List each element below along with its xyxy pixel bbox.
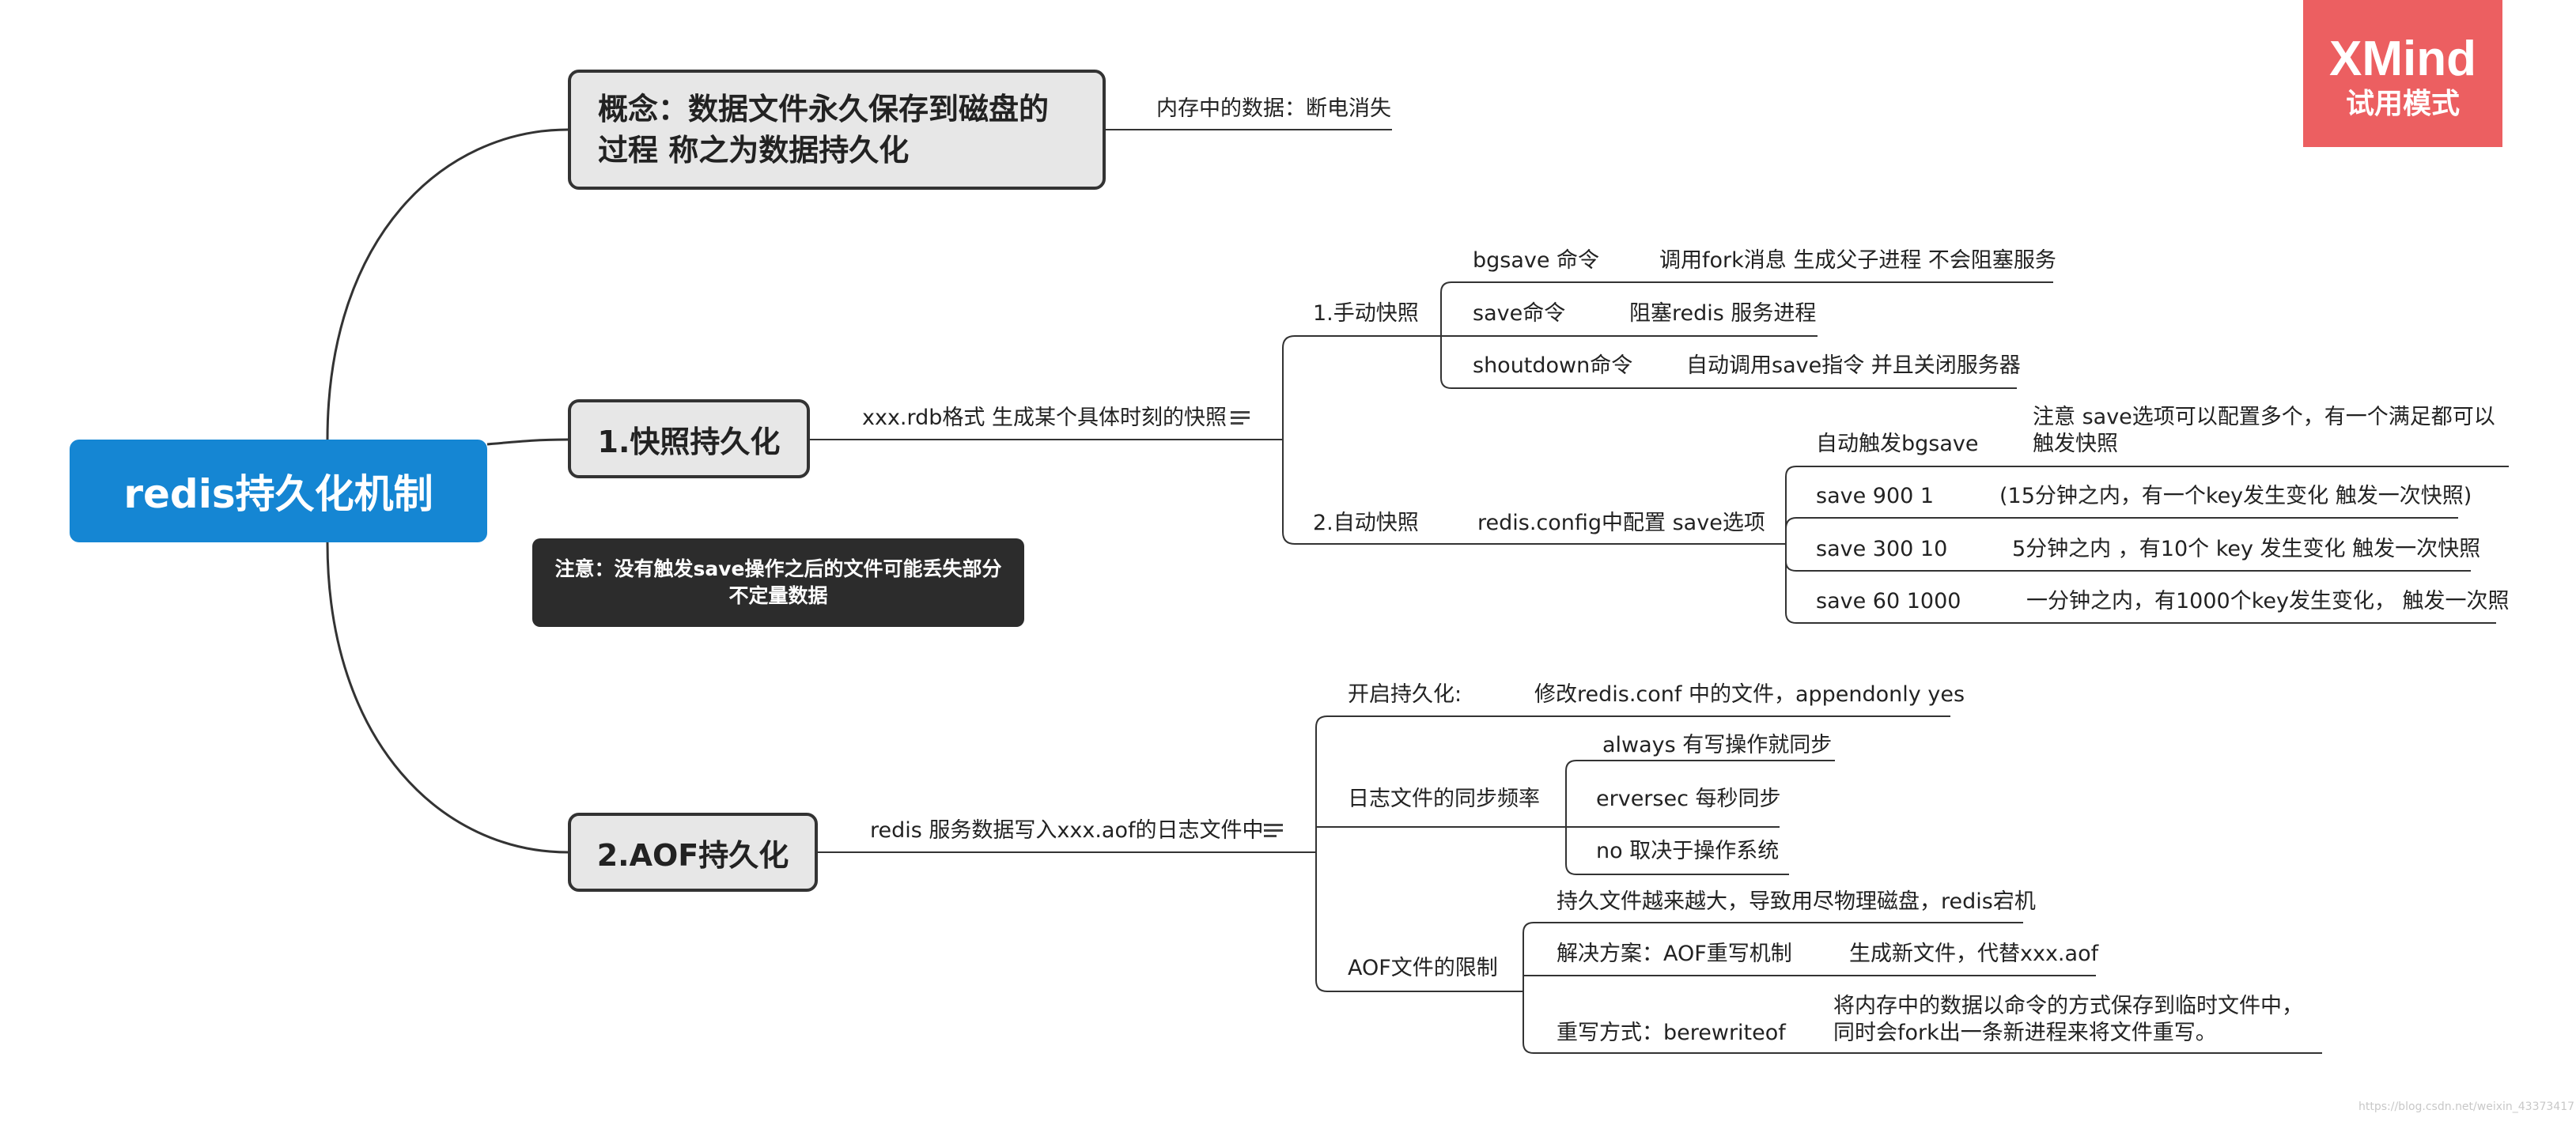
- snapshot-topic[interactable]: 1.快照持久化: [568, 399, 810, 478]
- concept-topic[interactable]: 概念：数据文件永久保存到磁盘的过程 称之为数据持久化: [568, 70, 1106, 190]
- auto-trigger-desc[interactable]: 注意 save选项可以配置多个，有一个满足都可以触发快照: [2033, 405, 2495, 456]
- save-300-desc[interactable]: 5分钟之内 ，有10个 key 发生变化 触发一次快照: [2012, 537, 2481, 561]
- concept-title: 概念：数据文件永久保存到磁盘的过程 称之为数据持久化: [598, 92, 1050, 168]
- badge-title: XMind: [2329, 32, 2476, 86]
- save-900-cmd[interactable]: save 900 1: [1816, 484, 1935, 508]
- snapshot-title: 1.快照持久化: [597, 424, 781, 459]
- aof-title: 2.AOF持久化: [596, 837, 789, 873]
- sync-frequency-label[interactable]: 日志文件的同步频率: [1348, 787, 1540, 811]
- save-cmd[interactable]: save命令: [1473, 301, 1566, 326]
- rewrite-method-value[interactable]: 将内存中的数据以命令的方式保存到临时文件中，同时会fork出一条新进程来将文件重…: [1833, 994, 2303, 1045]
- bgsave-desc[interactable]: 调用fork消息 生成父子进程 不会阻塞服务: [1659, 248, 2056, 273]
- snapshot-desc[interactable]: xxx.rdb格式 生成某个具体时刻的快照: [862, 406, 1227, 430]
- save-desc[interactable]: 阻塞redis 服务进程: [1629, 301, 1817, 326]
- save-60-desc[interactable]: 一分钟之内，有1000个key发生变化， 触发一次照: [2026, 589, 2510, 613]
- note-line1: 注意：没有触发save操作之后的文件可能丢失部分: [554, 557, 1002, 580]
- manual-snapshot-label[interactable]: 1.手动快照: [1313, 301, 1419, 326]
- save-60-cmd[interactable]: save 60 1000: [1816, 589, 1961, 613]
- badge-subtitle: 试用模式: [2345, 87, 2460, 119]
- auto-snapshot-config[interactable]: redis.config中配置 save选项: [1477, 511, 1765, 535]
- shutdown-desc[interactable]: 自动调用save指令 并且关闭服务器: [1686, 353, 2021, 378]
- aof-enable-value[interactable]: 修改redis.conf 中的文件，appendonly yes: [1534, 682, 1965, 707]
- save-900-desc[interactable]: (15分钟之内，有一个key发生变化 触发一次快照): [1999, 484, 2472, 508]
- note-line2: 不定量数据: [728, 584, 828, 607]
- limit-solution-value[interactable]: 生成新文件，代替xxx.aof: [1849, 942, 2099, 966]
- aof-topic[interactable]: 2.AOF持久化: [568, 813, 818, 892]
- auto-trigger-cmd[interactable]: 自动触发bgsave: [1816, 432, 1979, 456]
- save-300-cmd[interactable]: save 300 10: [1816, 537, 1948, 561]
- notes-icon[interactable]: [1231, 411, 1250, 425]
- limit-solution-label[interactable]: 解决方案：AOF重写机制: [1557, 942, 1792, 966]
- limit-disk-full[interactable]: 持久文件越来越大，导致用尽物理磁盘，redis宕机: [1557, 889, 2036, 914]
- aof-enable-label[interactable]: 开启持久化:: [1348, 682, 1462, 707]
- sync-everysec[interactable]: erversec 每秒同步: [1596, 787, 1781, 811]
- shutdown-cmd[interactable]: shoutdown命令: [1473, 353, 1633, 378]
- notes-icon[interactable]: [1264, 824, 1283, 838]
- sync-no[interactable]: no 取决于操作系统: [1596, 839, 1780, 863]
- sync-always[interactable]: always 有写操作就同步: [1602, 733, 1833, 757]
- warning-note[interactable]: 注意：没有触发save操作之后的文件可能丢失部分 不定量数据: [532, 538, 1024, 627]
- concept-child[interactable]: 内存中的数据：断电消失: [1156, 96, 1391, 121]
- aof-limits-label[interactable]: AOF文件的限制: [1348, 956, 1498, 980]
- bgsave-cmd[interactable]: bgsave 命令: [1473, 248, 1600, 273]
- xmind-trial-badge: XMind 试用模式: [2303, 0, 2502, 147]
- auto-snapshot-label[interactable]: 2.自动快照: [1313, 511, 1419, 535]
- watermark: https://blog.csdn.net/weixin_43373417: [2358, 1100, 2575, 1113]
- aof-desc[interactable]: redis 服务数据写入xxx.aof的日志文件中: [870, 818, 1264, 843]
- central-topic[interactable]: redis持久化机制: [70, 440, 487, 542]
- rewrite-method-label[interactable]: 重写方式：berewriteof: [1557, 1021, 1786, 1045]
